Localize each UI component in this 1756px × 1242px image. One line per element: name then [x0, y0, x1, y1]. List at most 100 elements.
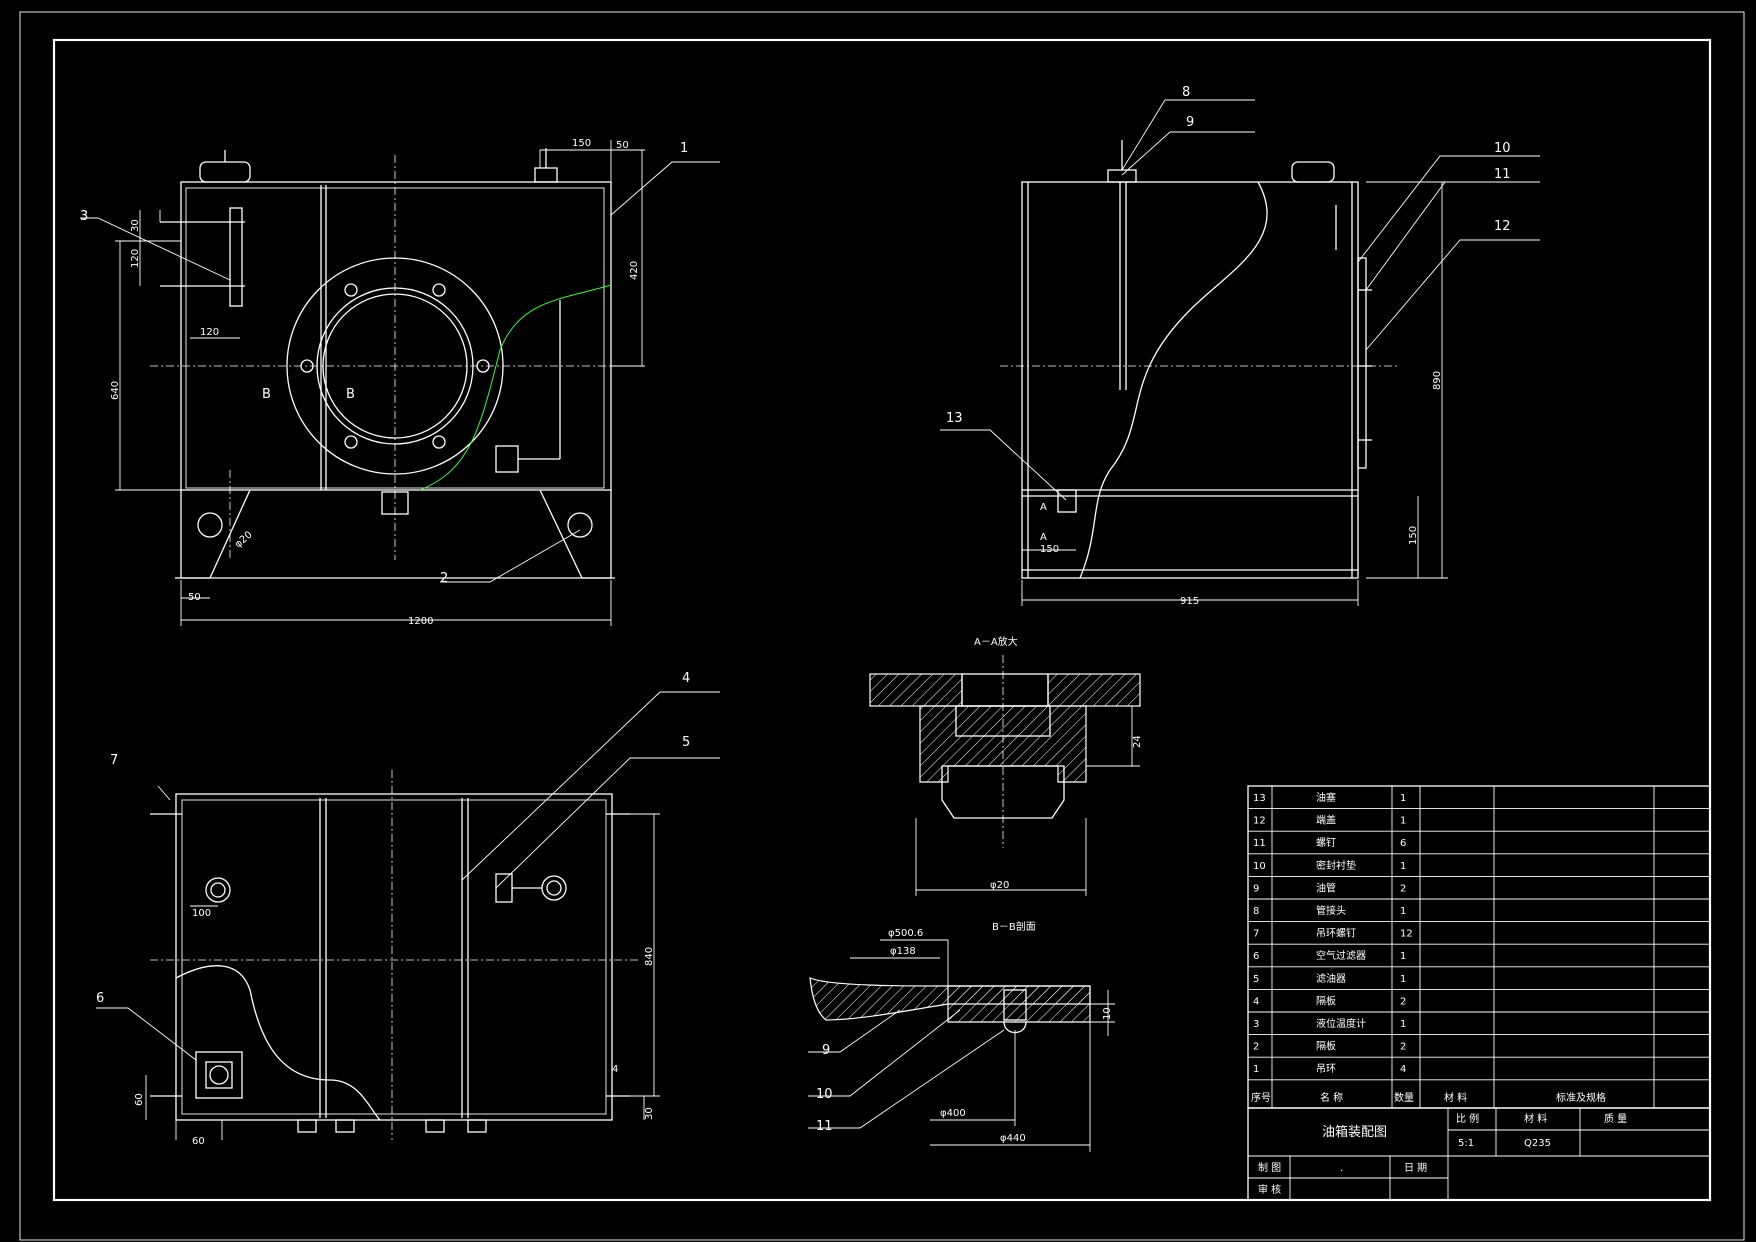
section-b-left-label: B	[262, 387, 271, 402]
table-header-no: 序号	[1251, 1091, 1271, 1104]
balloon-7: 7	[110, 753, 118, 768]
dim-120-vertical: 120	[130, 249, 141, 268]
table-header-name: 名 称	[1320, 1091, 1343, 1104]
balloon-12: 12	[1494, 219, 1511, 234]
dim-4: 4	[612, 1064, 618, 1075]
table-cell-no: 5	[1253, 974, 1259, 985]
balloon-9: 9	[1186, 115, 1194, 130]
table-cell-qty: 1	[1400, 1019, 1406, 1030]
table-cell-no: 12	[1253, 816, 1266, 827]
dim-30: 30	[130, 219, 141, 232]
table-cell-name: 隔板	[1316, 994, 1336, 1007]
check-label: 审 核	[1258, 1183, 1281, 1196]
table-cell-no: 3	[1253, 1019, 1259, 1030]
scale-label: 比 例	[1456, 1112, 1479, 1125]
dim-840: 840	[644, 947, 655, 966]
table-cell-name: 螺钉	[1316, 837, 1336, 849]
table-cell-qty: 1	[1400, 861, 1406, 872]
section-aa-title: A－A放大	[974, 635, 1018, 648]
table-cell-name: 滤油器	[1316, 972, 1346, 985]
table-cell-qty: 1	[1400, 793, 1406, 804]
table-cell-name: 隔板	[1316, 1040, 1336, 1053]
title-block	[1247, 1107, 1711, 1201]
dim-100: 100	[192, 908, 211, 919]
dim-50-top: 50	[616, 140, 629, 151]
section-a-label-bottom: A	[1040, 532, 1047, 543]
weight-label: 质 量	[1604, 1113, 1627, 1125]
dim-150-side-vertical: 150	[1408, 526, 1419, 545]
dot-mark: .	[1340, 1163, 1343, 1174]
table-cell-name: 空气过滤器	[1316, 949, 1366, 962]
table-cell-no: 7	[1253, 929, 1259, 940]
table-cell-qty: 2	[1400, 883, 1406, 894]
balloon-bb-11: 11	[816, 1119, 833, 1134]
section-aa	[869, 655, 1141, 896]
table-cell-qty: 4	[1400, 1064, 1406, 1075]
scale-value: 5:1	[1458, 1138, 1474, 1149]
table-cell-no: 13	[1253, 793, 1266, 804]
dim-890: 890	[1432, 371, 1443, 390]
side-view	[940, 99, 1540, 606]
dim-phi20-section: φ20	[990, 880, 1009, 891]
material-value: Q235	[1524, 1138, 1551, 1149]
section-b-right-label: B	[346, 387, 355, 402]
dim-30-top: 30	[644, 1107, 655, 1120]
balloon-4: 4	[682, 671, 690, 686]
table-cell-qty: 6	[1400, 838, 1406, 849]
table-cell-name: 吊环螺钉	[1316, 928, 1356, 940]
table-cell-name: 油管	[1316, 881, 1336, 894]
table-cell-qty: 1	[1400, 951, 1406, 962]
table-cell-name: 油塞	[1316, 791, 1336, 804]
balloon-8: 8	[1182, 85, 1190, 100]
dim-phi440: φ440	[1000, 1133, 1026, 1144]
dim-1200: 1200	[408, 616, 433, 627]
balloon-5: 5	[682, 735, 690, 750]
dim-50-leg: 50	[188, 592, 201, 603]
top-view	[96, 691, 720, 1140]
balloon-6: 6	[96, 991, 104, 1006]
dim-10: 10	[1102, 1007, 1113, 1020]
table-cell-name: 液位温度计	[1316, 1017, 1366, 1030]
inner-frame	[52, 38, 1712, 1202]
dim-phi20-front: φ20	[233, 529, 255, 550]
dim-24: 24	[1132, 735, 1143, 748]
dim-60-vertical: 60	[134, 1093, 145, 1106]
balloon-bb-10: 10	[816, 1087, 833, 1102]
dim-640: 640	[110, 381, 121, 400]
dim-915: 915	[1180, 596, 1199, 607]
table-header-material: 材 料	[1444, 1091, 1467, 1104]
table-cell-name: 管接头	[1316, 904, 1346, 917]
table-cell-name: 吊环	[1316, 1063, 1336, 1075]
table-cell-no: 8	[1253, 906, 1259, 917]
balloon-1: 1	[680, 141, 688, 156]
dim-150-front: 150	[572, 138, 591, 149]
section-bb-title: B－B剖面	[992, 920, 1036, 933]
balloon-3: 3	[80, 209, 88, 224]
table-cell-qty: 1	[1400, 816, 1406, 827]
date-label: 日 期	[1404, 1162, 1427, 1174]
balloon-13: 13	[946, 411, 963, 426]
table-cell-no: 6	[1253, 951, 1259, 962]
section-bb	[808, 939, 1115, 1152]
balloon-2: 2	[440, 571, 448, 586]
dim-120-horizontal: 120	[200, 327, 219, 338]
table-cell-no: 4	[1253, 996, 1259, 1007]
dim-phi400: φ400	[940, 1108, 966, 1119]
section-a-label-top: A	[1040, 502, 1047, 513]
balloon-bb-9: 9	[822, 1043, 830, 1058]
table-cell-qty: 1	[1400, 974, 1406, 985]
front-view	[80, 140, 720, 626]
dim-420: 420	[629, 261, 640, 280]
dim-60-horizontal: 60	[192, 1136, 205, 1147]
dim-150-side-horizontal: 150	[1040, 544, 1059, 555]
table-cell-qty: 2	[1400, 1042, 1406, 1053]
table-header-qty: 数量	[1394, 1091, 1414, 1104]
table-cell-no: 1	[1253, 1064, 1259, 1075]
balloon-10: 10	[1494, 141, 1511, 156]
balloon-11: 11	[1494, 167, 1511, 182]
outer-frame	[19, 11, 1745, 1241]
table-cell-name: 密封衬垫	[1316, 859, 1356, 872]
table-cell-no: 10	[1253, 861, 1266, 872]
